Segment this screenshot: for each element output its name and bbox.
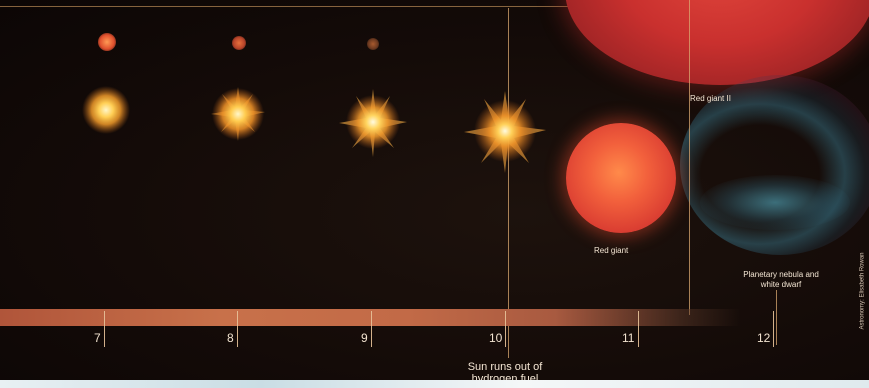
timeline-tick-11 bbox=[638, 311, 639, 347]
red-giant-ii-star bbox=[565, 0, 869, 85]
sun-stage-8 bbox=[211, 87, 265, 141]
timeline-tick-7 bbox=[104, 311, 105, 347]
sun-stage-7 bbox=[82, 86, 130, 134]
timeline-label-10: 10 bbox=[489, 331, 503, 345]
small-star-9 bbox=[367, 38, 379, 50]
phase-divider-line bbox=[689, 0, 690, 315]
timeline-tick-8 bbox=[237, 311, 238, 347]
timeline-bar bbox=[0, 309, 740, 326]
timeline-tick-12 bbox=[773, 311, 774, 347]
timeline-label-8: 8 bbox=[227, 331, 234, 345]
hydrogen-marker-line bbox=[508, 8, 509, 358]
planetary-nebula-label: Planetary nebula and white dwarf bbox=[743, 270, 819, 289]
sun-stage-10 bbox=[464, 91, 546, 173]
timeline-label-9: 9 bbox=[361, 331, 368, 345]
timeline-tick-10 bbox=[505, 311, 506, 347]
sun-stage-9 bbox=[339, 89, 407, 157]
red-giant-star bbox=[566, 123, 676, 233]
small-star-7 bbox=[98, 33, 116, 51]
page-bottom-edge bbox=[0, 380, 869, 388]
red-giant-ii-label: Red giant II bbox=[690, 94, 731, 103]
illustration-credit: Astronomy: Elisabeth Rowan bbox=[859, 252, 866, 330]
timeline-label-11: 11 bbox=[622, 331, 635, 345]
top-divider bbox=[0, 6, 869, 7]
timeline-label-12: 12 bbox=[757, 331, 771, 345]
timeline-tick-9 bbox=[371, 311, 372, 347]
red-giant-label: Red giant bbox=[594, 246, 629, 255]
timeline-label-7: 7 bbox=[94, 331, 101, 345]
small-star-8 bbox=[232, 36, 246, 50]
nebula-pointer-line bbox=[776, 290, 777, 345]
nebula-glow bbox=[700, 175, 850, 230]
